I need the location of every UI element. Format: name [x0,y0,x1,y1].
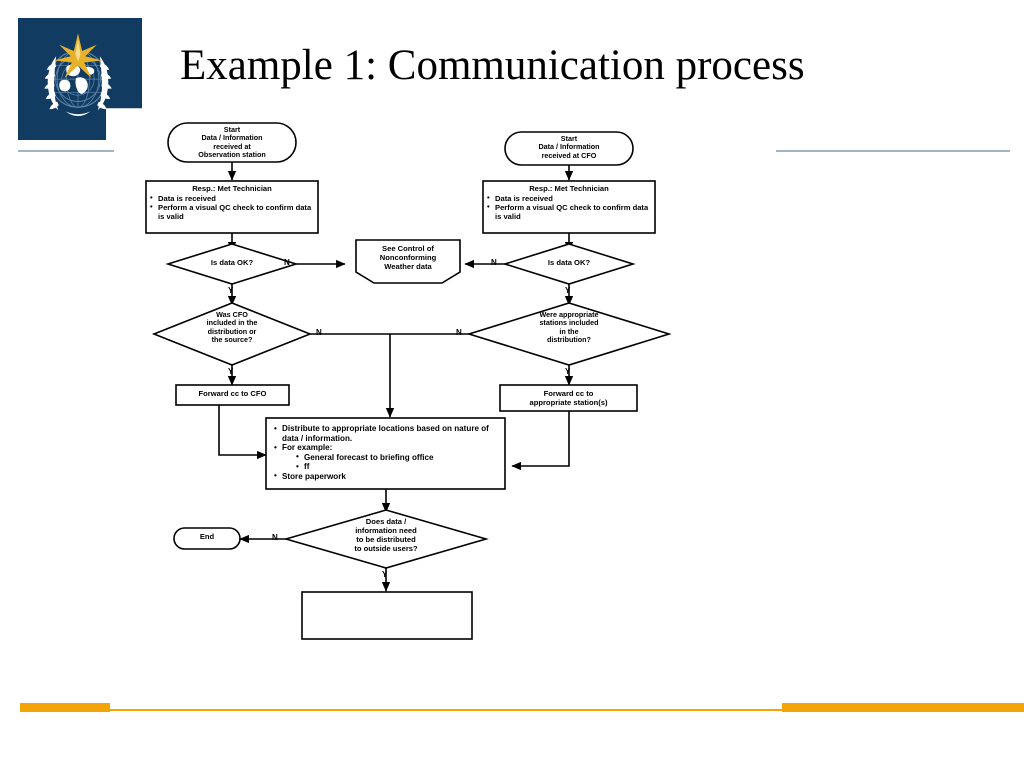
node-decision-stations: Were appropriate stations included in th… [539,310,599,345]
list-item: Store paperwork [274,471,500,482]
node-start-right: Start Data / Information received at CFO [538,134,600,160]
list-item: Perform a visual QC check to confirm dat… [487,203,651,222]
accent-bar-left [20,703,110,712]
shape-forward-stations [499,384,638,412]
accent-bar-right [782,703,1024,712]
edge-label-no-qc-left: N [284,258,290,267]
decorative-rule-right [776,150,1010,152]
distribute-bullets: Distribute to appropriate locations base… [274,423,500,482]
node-decision-qc-right: Is data OK? [547,258,591,267]
edge-label-yes-qc-right: Y [565,286,571,295]
edge-label-no-stations: N [456,328,462,337]
list-item: ff [274,462,500,472]
edge-label-no-qc-right: N [491,258,497,267]
shape-empty-box [301,591,473,640]
edge-label-no-outside: N [272,533,278,542]
accent-line-middle [110,709,782,711]
list-item: Data is received [487,194,651,204]
page-title: Example 1: Communication process [180,42,805,89]
node-decision-cfo: Was CFO included in the distribution or … [206,310,258,345]
process-bullets-left: Data is received Perform a visual QC che… [150,194,314,222]
list-item: Perform a visual QC check to confirm dat… [150,203,314,222]
node-decision-qc-left: Is data OK? [210,258,254,267]
shape-end [173,527,241,550]
node-nonconforming: See Control of Nonconforming Weather dat… [379,244,437,271]
decorative-rule-left [18,150,114,152]
edge-label-yes-qc-left: Y [228,286,234,295]
shape-nonconforming [355,239,461,284]
edge-label-yes-cfo: Y [228,367,234,376]
list-item: For example: [274,443,500,453]
node-distribute: Distribute to appropriate locations base… [274,423,500,482]
list-item: Distribute to appropriate locations base… [274,423,500,443]
node-start-left: Start Data / Information received at Obs… [198,125,266,160]
node-forward-cfo: Forward cc to CFO [198,389,267,398]
node-decision-outside: Does data / information need to be distr… [354,517,418,553]
list-item: General forecast to briefing office [274,452,500,463]
process-heading-left: Resp.: Met Technician [192,184,272,193]
node-end: End [199,532,215,541]
edge-label-no-cfo: N [316,328,322,337]
node-process-left: Resp.: Met Technician Data is received P… [150,184,314,222]
list-item: Data is received [150,194,314,204]
edge-label-yes-outside: Y [382,570,388,579]
wmo-emblem-icon [44,33,112,117]
process-heading-right: Resp.: Met Technician [529,184,609,193]
edge-label-yes-stations: Y [565,367,571,376]
process-bullets-right: Data is received Perform a visual QC che… [487,194,651,222]
wmo-logo [18,18,142,140]
shape-forward-cfo [175,384,290,406]
node-process-right: Resp.: Met Technician Data is received P… [487,184,651,222]
node-forward-stations: Forward cc to appropriate station(s) [529,389,608,407]
